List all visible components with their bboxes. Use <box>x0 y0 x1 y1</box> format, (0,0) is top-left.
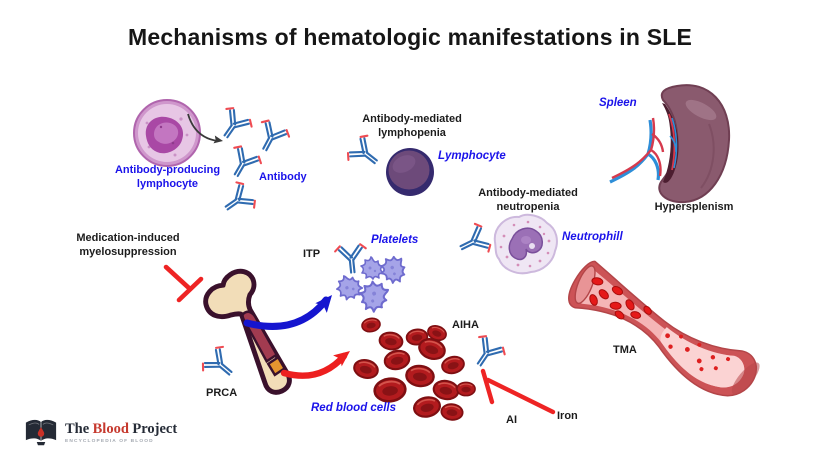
spleen-illustration <box>609 84 731 204</box>
antibody-icon <box>198 342 242 387</box>
red-blood-cell-icon <box>360 316 382 334</box>
logo-word-blood: Blood <box>92 421 129 438</box>
label-ai: AI <box>506 414 517 426</box>
platelet-icon <box>332 270 366 304</box>
antibody-icon <box>465 332 509 375</box>
label-tma: TMA <box>613 344 637 356</box>
red-blood-cell-icon <box>431 377 461 403</box>
label-neutrophil: Neutrophill <box>562 231 623 243</box>
red-blood-cell-icon <box>411 393 443 421</box>
antibody-icon <box>250 117 293 158</box>
label-spleen: Spleen <box>599 97 637 109</box>
red-arrow-icon <box>280 351 350 379</box>
logo-word-project: Project <box>132 421 178 438</box>
red-blood-cell-icon <box>439 402 465 422</box>
label-hypersplenism: Hypersplenism <box>654 201 734 213</box>
tma-vessel-illustration <box>568 260 760 397</box>
blue-arrow-icon <box>243 295 332 330</box>
inhibition-icon <box>163 264 204 303</box>
label-medication-induced-myelosuppression: Medication-induced myelosuppression <box>76 232 180 259</box>
platelet-icon <box>355 276 395 316</box>
platelet-icon <box>360 256 384 280</box>
bone-marrow-illustration <box>203 268 292 395</box>
antibody-icon <box>453 220 494 263</box>
logo-tagline: ENCYCLOPEDIA OF BLOOD <box>65 438 154 444</box>
logo-word-the: The <box>65 421 90 438</box>
red-blood-cell-icon <box>372 375 408 405</box>
platelet-icon <box>375 250 413 288</box>
red-blood-cell-icon <box>439 353 467 377</box>
label-antibody-mediated-lymphopenia: Antibody-mediated lymphopenia <box>362 113 462 140</box>
red-blood-cell-icon <box>456 381 476 397</box>
label-platelets: Platelets <box>371 234 419 246</box>
inhibition-icon <box>480 368 556 415</box>
label-red-blood-cells: Red blood cells <box>311 402 396 414</box>
page-title: Mechanisms of hematologic manifestations… <box>127 24 693 50</box>
label-iron: Iron <box>557 410 578 422</box>
book-icon <box>25 419 57 446</box>
label-lymphocyte: Lymphocyte <box>438 150 506 162</box>
red-blood-cell-icon <box>377 330 405 352</box>
lymphocyte-cell-illustration <box>386 148 434 196</box>
label-antibody-mediated-neutropenia: Antibody-mediated neutropenia <box>478 187 578 214</box>
label-antibody: Antibody <box>259 171 307 183</box>
plasma-cell-illustration <box>133 99 201 167</box>
label-itp: ITP <box>303 248 321 260</box>
label-prca: PRCA <box>206 387 238 399</box>
label-antibody-producing-lymphocyte: Antibody-producing lymphocyte <box>114 164 221 191</box>
red-blood-cell-icon <box>404 363 436 389</box>
neutrophil-cell-illustration <box>493 213 558 275</box>
red-blood-cell-icon <box>351 356 381 382</box>
release-arrow-icon <box>187 113 223 144</box>
red-blood-cell-icon <box>381 347 413 373</box>
label-aiha: AIHA <box>452 319 479 331</box>
